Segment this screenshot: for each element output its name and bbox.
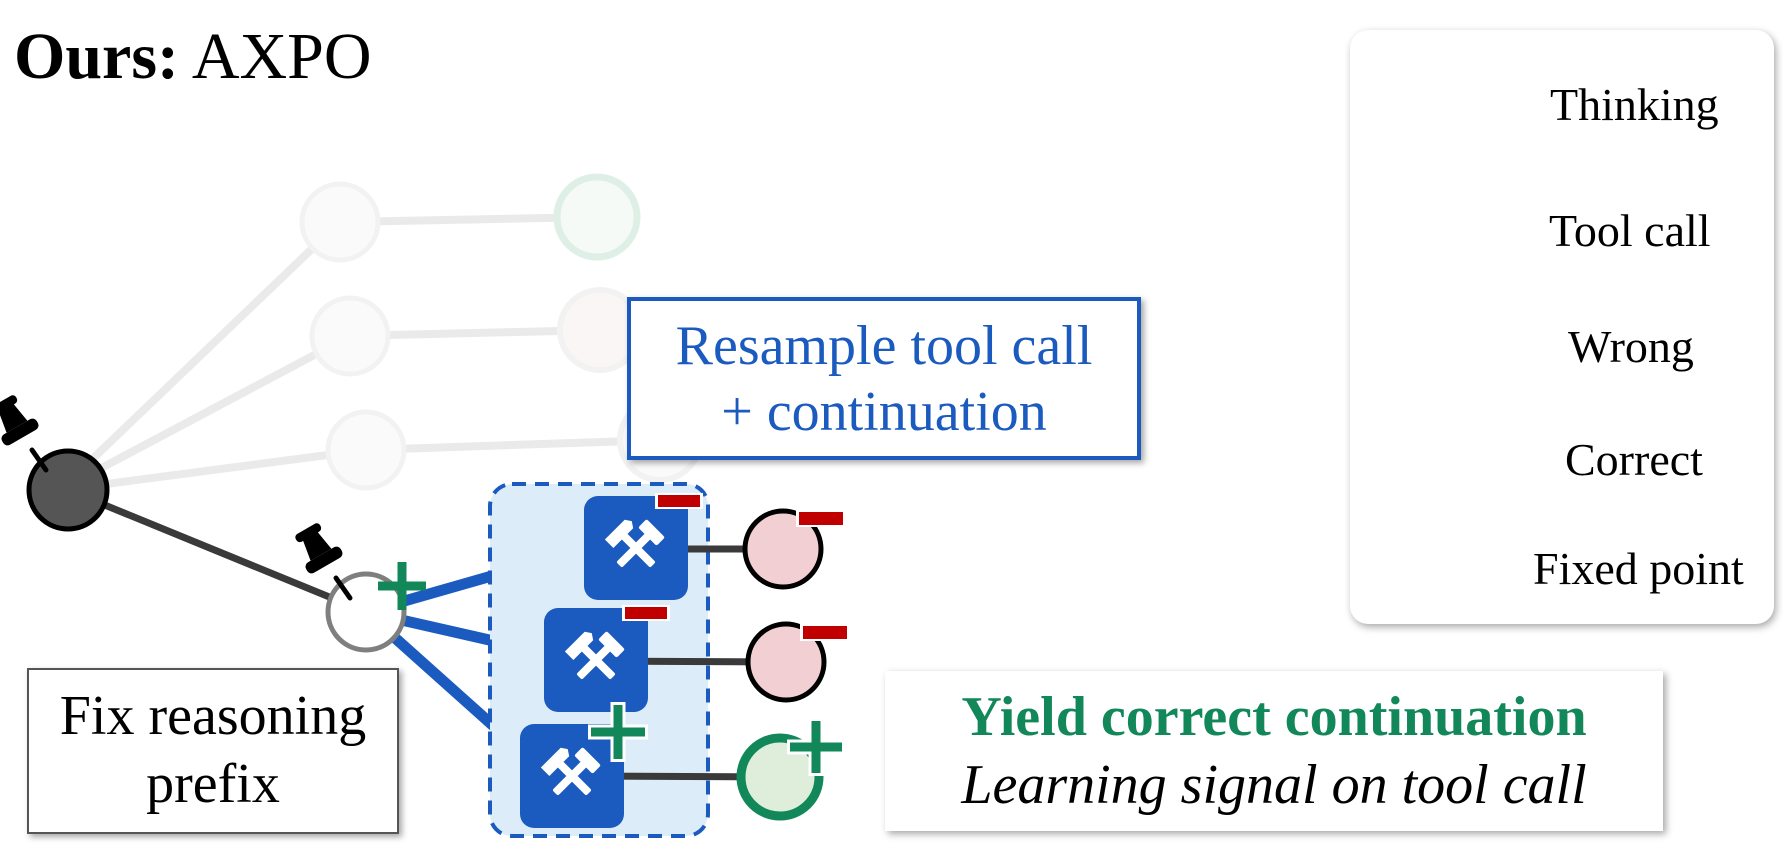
pin-icon bbox=[0, 391, 46, 470]
fix-line-2: prefix bbox=[146, 753, 280, 815]
title-bold: Ours: bbox=[14, 20, 179, 93]
tool-call-node bbox=[544, 605, 670, 712]
legend-panel bbox=[1350, 30, 1774, 624]
plus-icon bbox=[591, 705, 645, 759]
fix-line-1: Fix reasoning bbox=[59, 685, 367, 747]
yield-line-1: Yield correct continuation bbox=[961, 686, 1587, 748]
yield-line-2: Learning signal on tool call bbox=[961, 754, 1587, 816]
legend-label-thinking: Thinking bbox=[1550, 79, 1719, 130]
minus-icon bbox=[655, 493, 703, 509]
edge-root-to-prefix bbox=[66, 486, 368, 616]
wrong-outcome-node bbox=[745, 621, 850, 703]
legend-label-tool-call: Tool call bbox=[1549, 205, 1711, 256]
correct-outcome-node bbox=[736, 718, 845, 821]
title-rest: AXPO bbox=[179, 20, 372, 93]
legend-label-correct: Correct bbox=[1565, 434, 1703, 485]
plus-icon bbox=[378, 562, 426, 610]
faded-branches bbox=[57, 173, 703, 494]
legend-label-fixed-point: Fixed point bbox=[1533, 543, 1744, 594]
fix-prefix-callout: Fix reasoning prefix bbox=[27, 668, 399, 834]
page-title: Ours: AXPO bbox=[14, 24, 372, 90]
root-thinking-node bbox=[26, 448, 110, 532]
minus-icon bbox=[622, 605, 670, 621]
wrong-outcome-node bbox=[742, 508, 846, 590]
resample-line-2: + continuation bbox=[721, 381, 1047, 443]
resample-callout: Resample tool call + continuation bbox=[627, 297, 1141, 460]
resample-line-1: Resample tool call bbox=[675, 315, 1093, 377]
legend-label-wrong: Wrong bbox=[1568, 321, 1694, 372]
tool-call-node bbox=[584, 493, 703, 600]
yield-callout: Yield correct continuation Learning sign… bbox=[885, 671, 1663, 831]
tool-call-node bbox=[520, 702, 648, 828]
